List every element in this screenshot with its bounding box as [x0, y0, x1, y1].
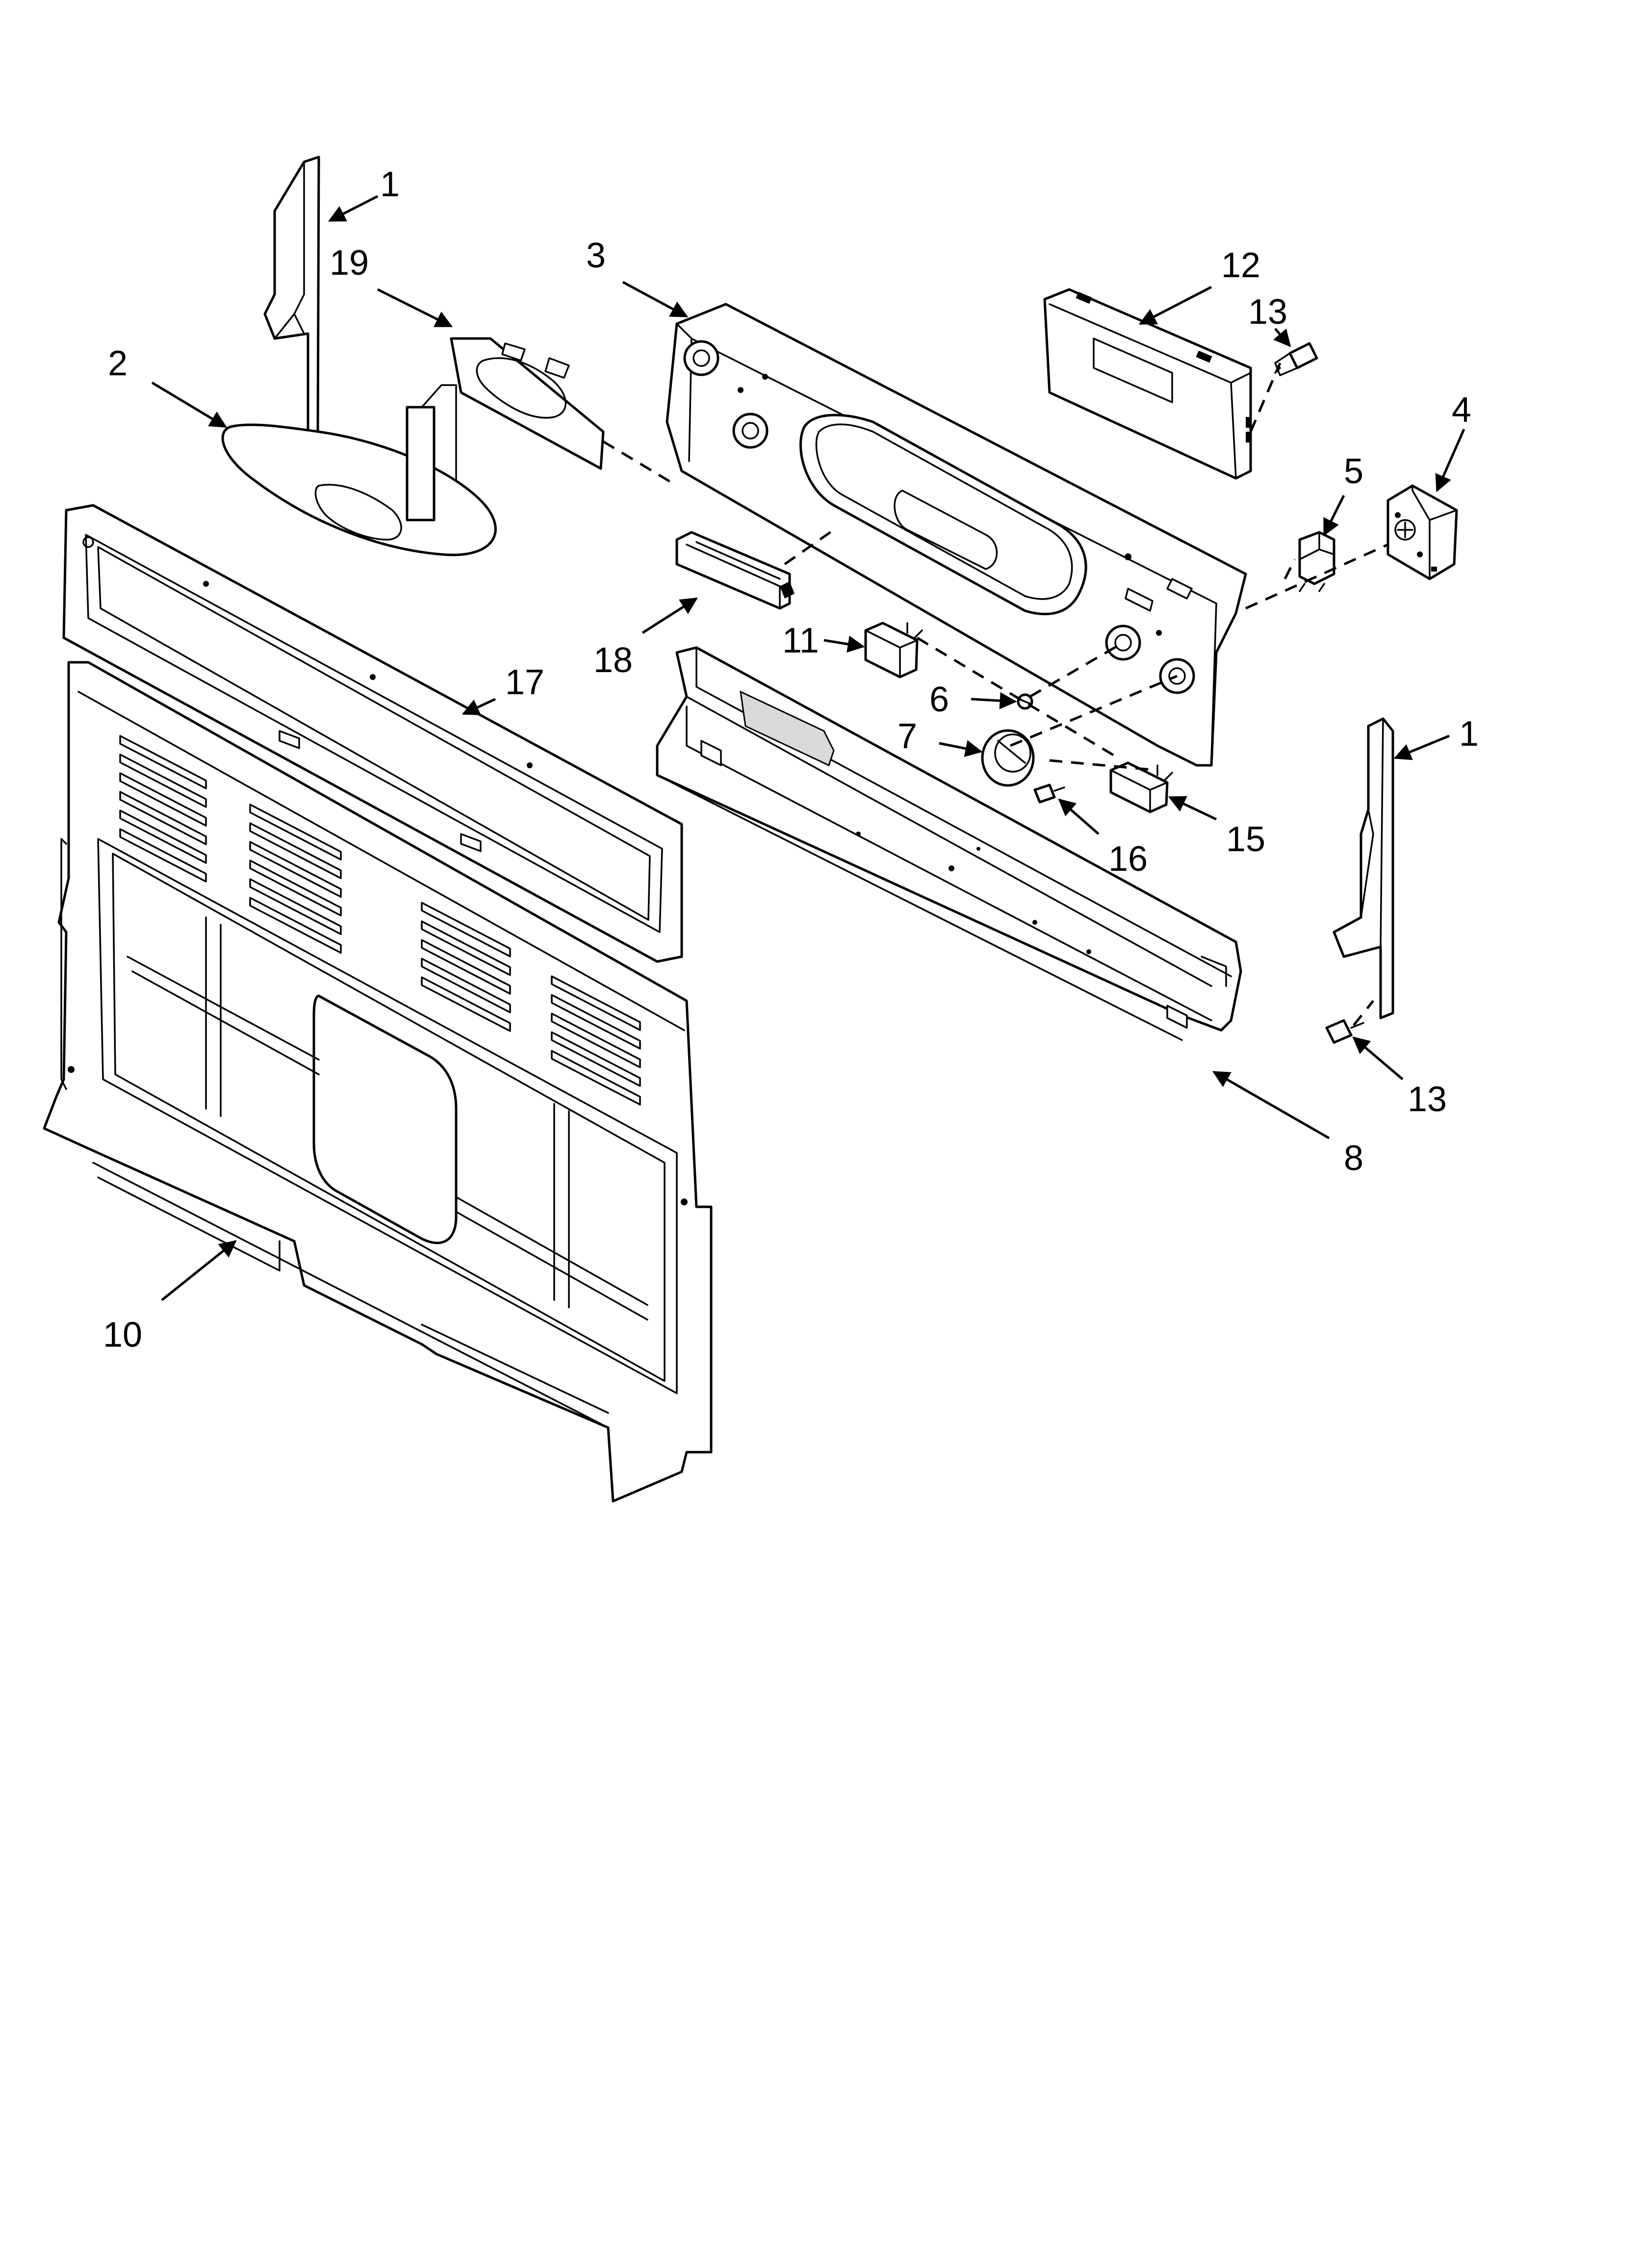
callout-1-right: 1: [1459, 714, 1479, 754]
callout-17: 17: [505, 663, 544, 702]
part-12-electronic-control: [1043, 288, 1252, 480]
louver-slot: [249, 822, 342, 879]
callout-6: 6: [929, 680, 949, 719]
callout-11: 11: [782, 621, 819, 660]
callout-5: 5: [1344, 452, 1363, 491]
louver-slot: [119, 754, 207, 808]
louver-slot: [249, 841, 342, 898]
part-11-switch: [864, 622, 923, 678]
part-18-trim: [675, 531, 795, 610]
callout-8: 8: [1344, 1139, 1363, 1178]
callout-13-top: 13: [1248, 292, 1287, 332]
louver-slot: [119, 828, 207, 883]
louvers-right: [551, 975, 641, 1106]
callout-2: 2: [108, 344, 128, 383]
louver-slot: [551, 1050, 641, 1106]
part-13-screw-top: [1274, 342, 1318, 376]
louver-slot: [119, 735, 207, 789]
part-19-bracket: [450, 337, 605, 470]
part-13-screw-lower: [1325, 1019, 1364, 1044]
callout-labels: 1 19 3 12 13 4 2 5 17 18 11 6 7 1 16 15 …: [103, 165, 1479, 1355]
callout-15: 15: [1226, 820, 1265, 859]
part-15-switch: [1109, 761, 1173, 813]
leader-lines: [151, 195, 1465, 1301]
part-1-left-end-cap: [263, 156, 320, 438]
callout-7: 7: [898, 717, 917, 756]
callout-10: 10: [103, 1315, 142, 1355]
part-17-frame: [62, 504, 683, 963]
louver-slot: [421, 902, 511, 958]
assembly-dashed-lines: [602, 363, 1389, 1026]
part-2-overlay: [221, 384, 497, 556]
part-16-screw: [1033, 783, 1065, 804]
part-10-rear-panel: [43, 661, 713, 1503]
louver-slot: [119, 791, 207, 845]
louvers-left: [119, 735, 207, 883]
callout-16: 16: [1108, 839, 1148, 879]
louver-slot: [249, 878, 342, 935]
louver-slot: [551, 1013, 641, 1069]
callout-19: 19: [330, 243, 369, 283]
callout-18: 18: [593, 641, 633, 680]
louver-slot: [551, 994, 641, 1050]
louver-slot: [421, 976, 511, 1032]
louver-slot: [551, 1031, 641, 1087]
louver-slot: [421, 939, 511, 995]
part-3-control-panel: [666, 303, 1247, 767]
part-5-relay: [1298, 531, 1335, 592]
louver-slot: [551, 975, 641, 1031]
louvers-center-right: [421, 902, 511, 1032]
louver-slot: [421, 920, 511, 976]
part-7-knob: [981, 729, 1035, 787]
callout-4: 4: [1452, 391, 1471, 430]
part-4-switch-block: [1386, 484, 1458, 580]
louver-slot: [249, 804, 342, 860]
louver-slot: [249, 860, 342, 916]
louver-slot: [119, 772, 207, 827]
callout-13-lower: 13: [1408, 1080, 1447, 1119]
part-1-right-end-cap: [1333, 717, 1394, 1019]
louvers-center-left: [249, 804, 342, 954]
part-8-rail: [656, 646, 1242, 1041]
callout-3: 3: [586, 236, 606, 275]
callout-12: 12: [1221, 246, 1260, 285]
louver-slot: [119, 809, 207, 864]
louver-slot: [421, 958, 511, 1014]
louver-slot: [249, 897, 342, 954]
callout-1-top: 1: [380, 165, 400, 204]
